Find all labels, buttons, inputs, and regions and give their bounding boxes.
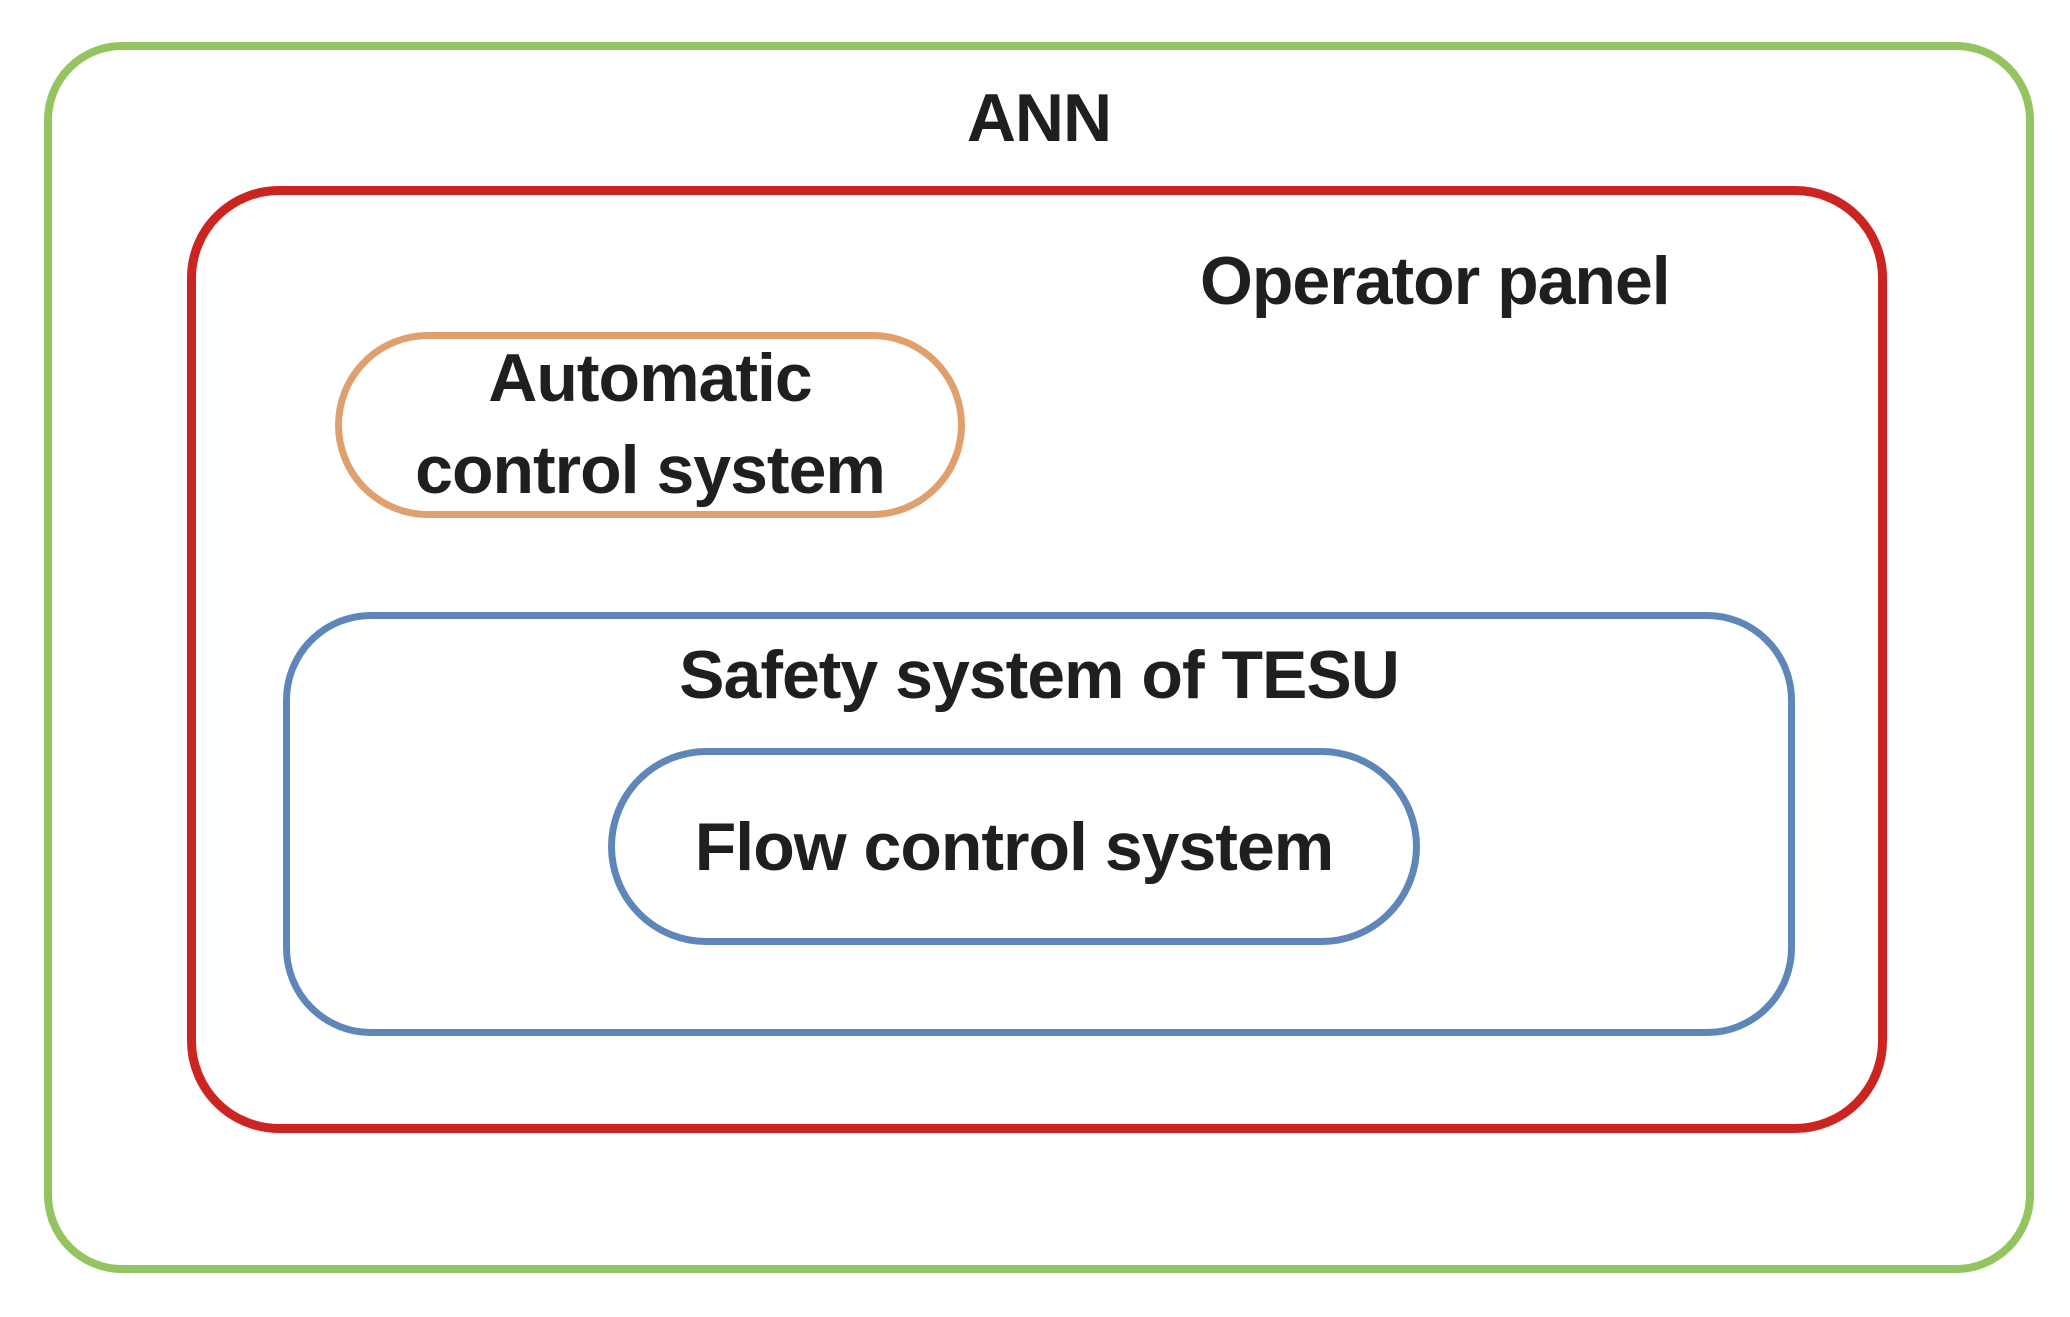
operator-panel-label: Operator panel	[1200, 243, 1671, 319]
safety-system-label: Safety system of TESU	[679, 637, 1400, 713]
ann-boundary-box	[44, 42, 2034, 1273]
flow-control-system-box: Flow control system	[608, 748, 1420, 945]
safety-system-box	[283, 612, 1795, 1036]
ann-label: ANN	[966, 80, 1112, 156]
operator-panel-box	[187, 186, 1887, 1133]
automatic-control-system-label-line1: Automatic	[488, 340, 812, 417]
automatic-control-system-label-line2: control system	[415, 432, 886, 508]
automatic-control-system-box: Automatic control system	[335, 332, 965, 518]
flow-control-system-label: Flow control system	[694, 808, 1334, 885]
